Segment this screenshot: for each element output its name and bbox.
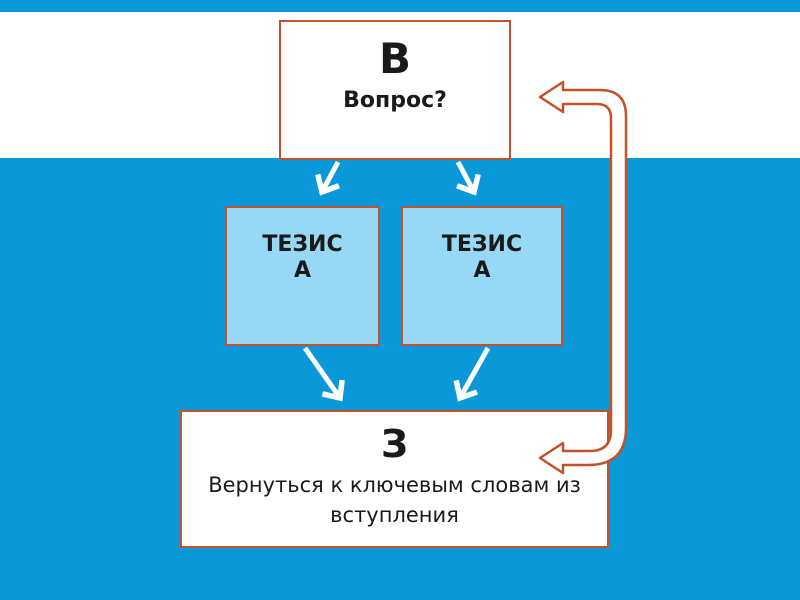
thesis-left-title: ТЕЗИС [262, 232, 343, 257]
thesis-right-letter: А [473, 258, 491, 284]
top-blue-band [0, 0, 800, 12]
arrow-thesis-right-to-conclusion [460, 346, 491, 398]
conclusion-text: Вернуться к ключевым словам из вступлени… [208, 472, 581, 528]
arrow-thesis-left-to-conclusion [302, 346, 340, 398]
arrow-question-to-thesis-right [455, 160, 474, 192]
thesis-box-left: ТЕЗИС А [225, 206, 380, 346]
thesis-right-title: ТЕЗИС [441, 232, 523, 257]
thesis-left-letter: А [293, 258, 312, 284]
question-text: Вопрос? [343, 88, 447, 114]
conclusion-box: З Вернуться к ключевым словам из вступле… [180, 410, 609, 548]
question-letter: В [378, 34, 411, 83]
question-box: В Вопрос? [279, 20, 511, 160]
conclusion-letter: З [381, 422, 408, 466]
thesis-box-right: ТЕЗИС А [401, 206, 563, 346]
arrow-question-to-thesis-left [322, 160, 341, 192]
